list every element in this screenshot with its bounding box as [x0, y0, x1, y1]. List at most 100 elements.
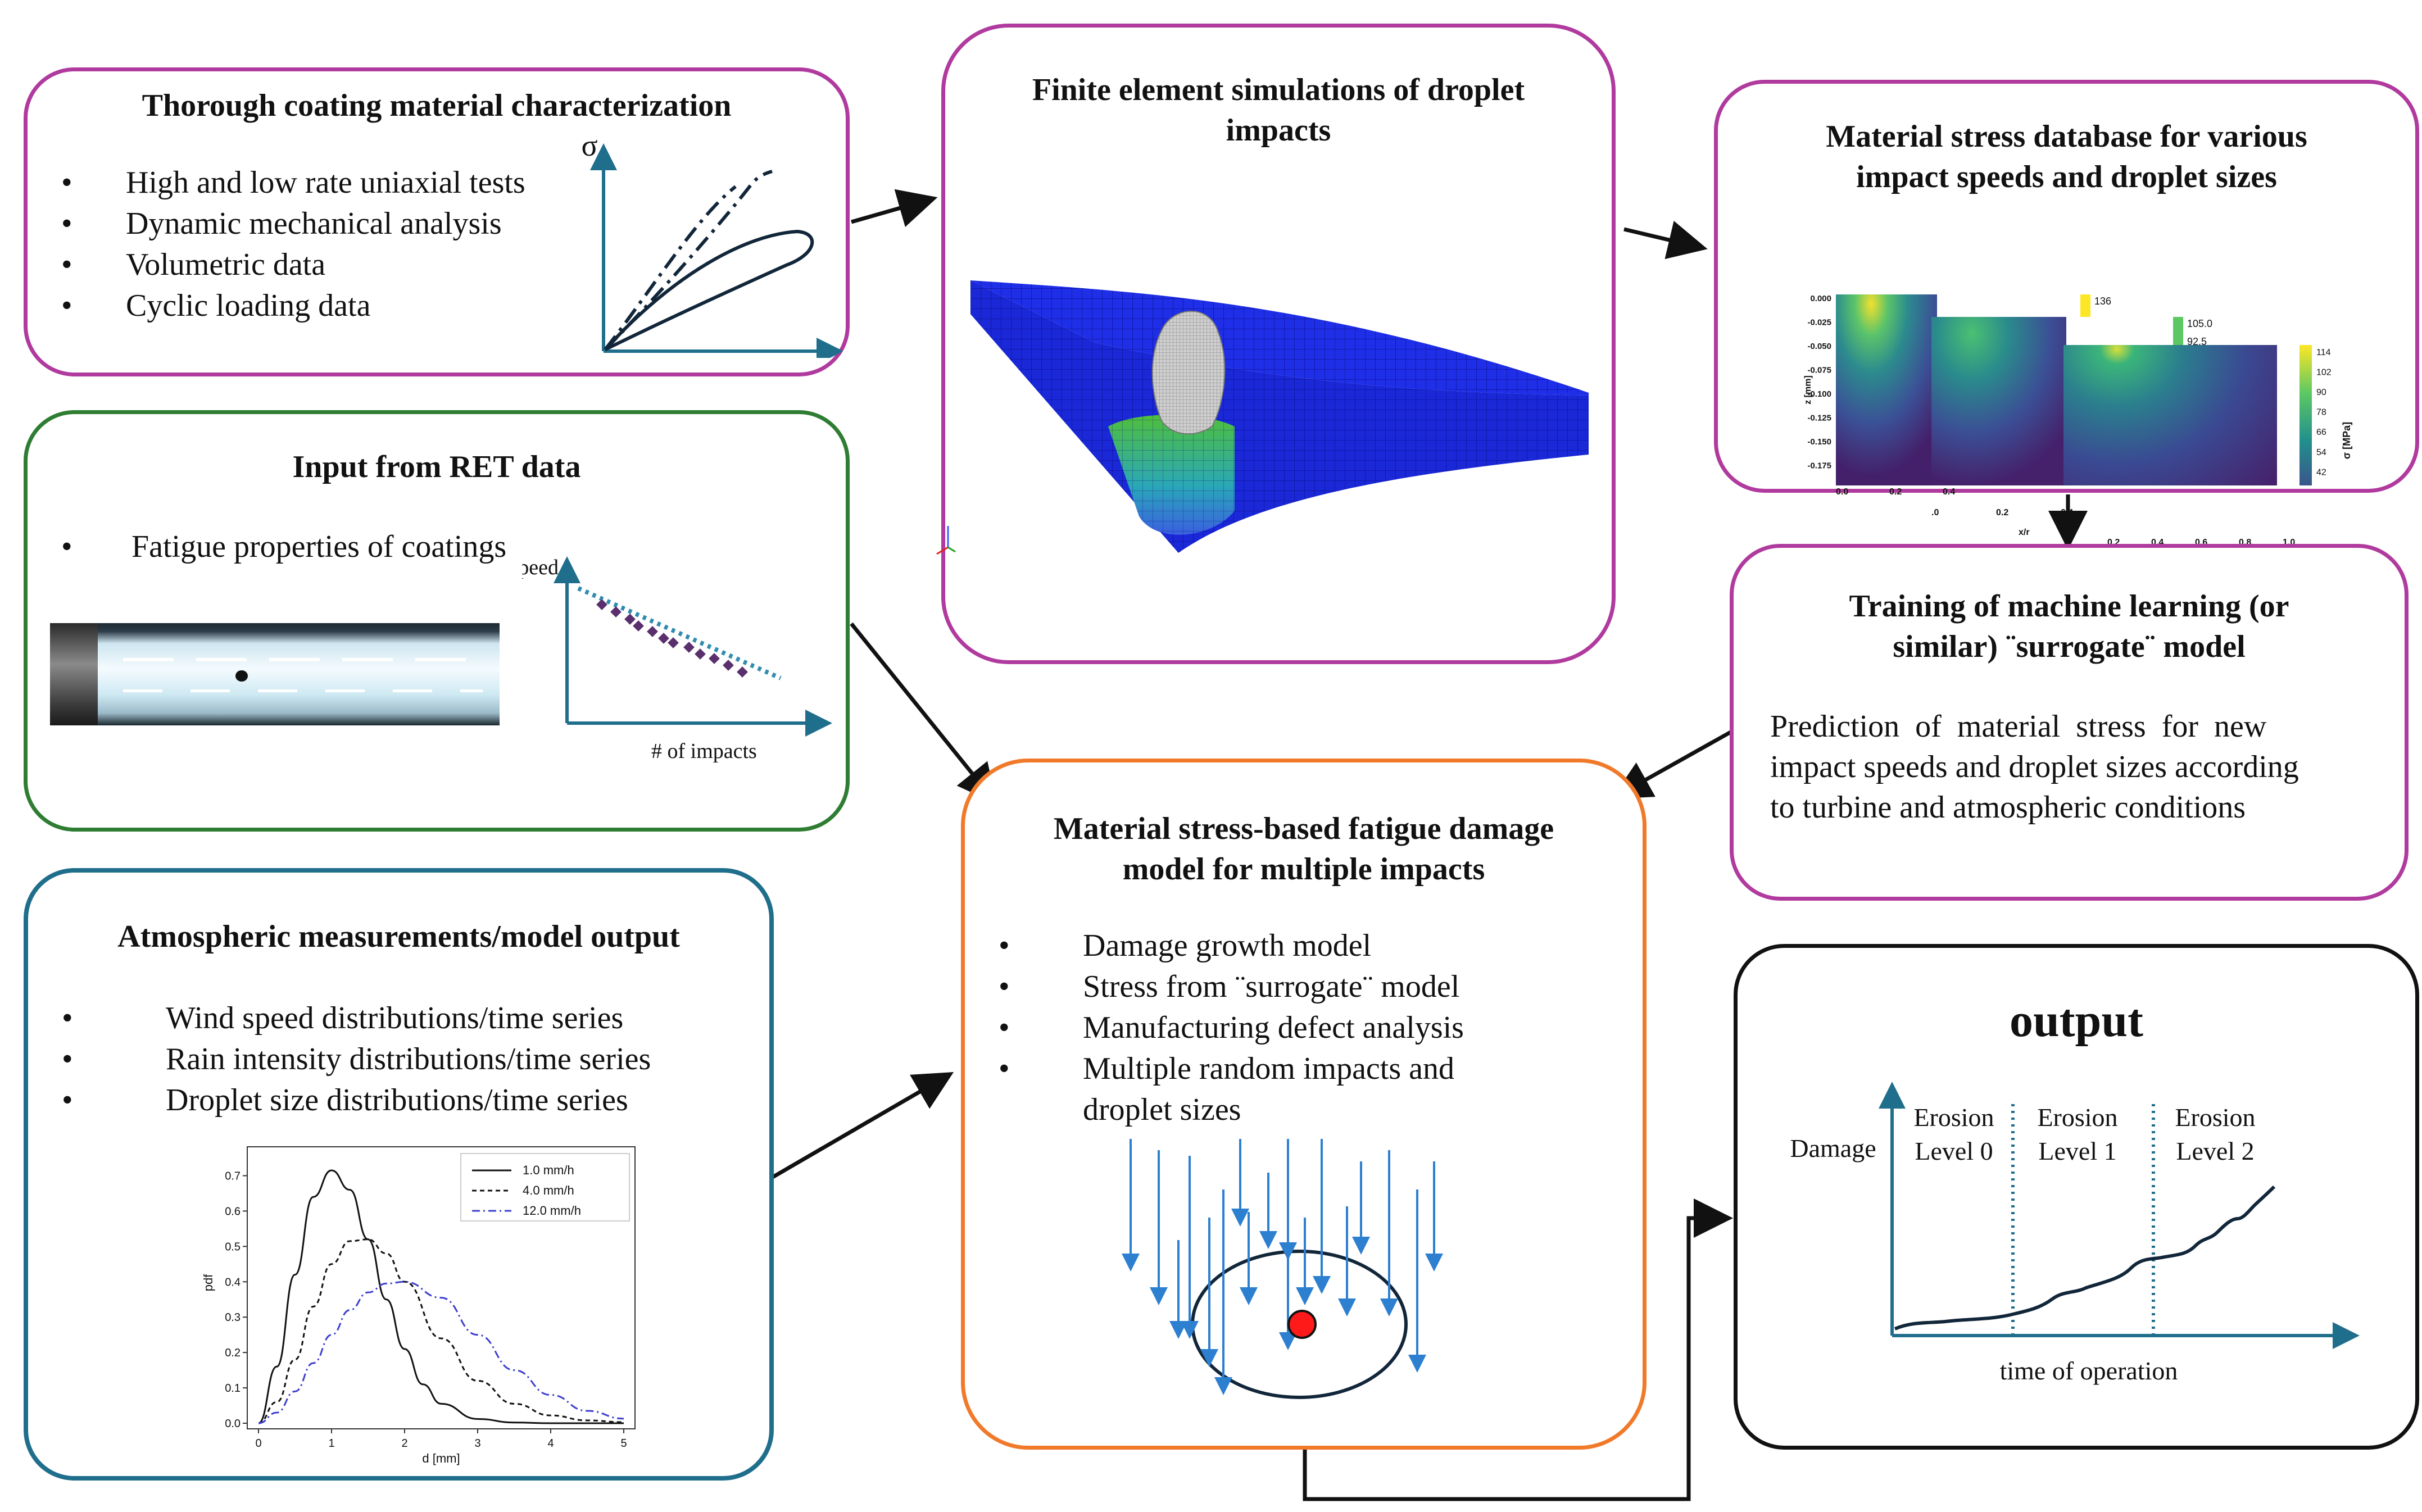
colorbar-tick-label: 42 — [2316, 467, 2326, 477]
pdf-y-tick-label: 0.3 — [225, 1311, 241, 1324]
atmos-bullet-list: Wind speed distributions/time series Rai… — [28, 998, 651, 1121]
droplet-arrows — [1122, 1139, 1443, 1395]
list-item: Cyclic loading data — [28, 285, 525, 326]
damage-curve — [1894, 1185, 2276, 1331]
colorbar-label: σ [MPa] — [2341, 422, 2352, 459]
pdf-x-tick-label: 4 — [547, 1437, 554, 1450]
ret-title: Input from RET data — [292, 449, 581, 484]
colorbar-tick-label: 78 — [2316, 408, 2326, 417]
list-item: Wind speed distributions/time series — [28, 998, 651, 1039]
high-rate-curve — [604, 185, 737, 351]
x-tick-label: 0.2 — [1889, 487, 1902, 497]
stress-contour-stack: 136 105.0 92.5 114102907866544230186 σ [… — [1803, 294, 2352, 485]
z-axis-label: z [mm] — [1803, 375, 1813, 405]
colorbar-tick-label: 66 — [2316, 428, 2326, 437]
specimen-highlight — [123, 689, 483, 692]
ml-body-line3: to turbine and atmospheric conditions — [1770, 790, 2246, 825]
pdf-y-tick-label: 0.5 — [225, 1241, 241, 1253]
arrow-ret-to-fatigue — [850, 622, 997, 804]
ml-body-line2: impact speeds and droplet sizes accordin… — [1770, 750, 2299, 784]
atmos-title: Atmospheric measurements/model output — [117, 919, 680, 954]
pdf-x-tick-label: 0 — [255, 1437, 261, 1450]
fe-mesh-render — [970, 280, 1589, 553]
x-tick-label: .0 — [1931, 508, 1939, 517]
impacts-axis-label: # of impacts — [651, 739, 757, 763]
colorbar-front — [2299, 345, 2312, 485]
arrow-fatigue-to-output — [1303, 1198, 1733, 1501]
fe-domain-top-mesh — [970, 280, 1589, 393]
colorbar-tick-label: 90 — [2316, 388, 2326, 397]
pdf-y-tick-label: 0.2 — [225, 1347, 241, 1359]
sn-curve-plot: Tip speed — [522, 556, 832, 737]
sn-data-points — [596, 599, 748, 678]
fatigue-bullet-list: Damage growth model Stress from ¨surroga… — [965, 925, 1594, 1130]
list-item: High and low rate uniaxial tests — [28, 162, 525, 203]
pdf-x-tick-label: 2 — [401, 1437, 407, 1450]
colorbar-mid-2: 92.5 — [2187, 336, 2207, 347]
fatigue-title-line1: Material stress-based fatigue damage — [1053, 811, 1554, 846]
damage-curve-plot: Damage Erosion Level 0 Erosion Level 1 E… — [1790, 1082, 2360, 1385]
colorbar-back — [2080, 294, 2090, 317]
colorbar-back-top: 136 — [2094, 296, 2111, 307]
stress-db-title-line1: Material stress database for various — [1826, 119, 2307, 154]
ml-title-line1: Training of machine learning (or — [1849, 589, 2289, 624]
z-tick-label: -0.025 — [1807, 318, 1831, 328]
pdf-x-tick-label: 5 — [620, 1437, 627, 1450]
pdf-legend: 1.0 mm/h4.0 mm/h12.0 mm/h — [460, 1153, 630, 1222]
list-item: Multiple random impacts and droplet size… — [965, 1048, 1476, 1130]
level2-line1: Erosion — [2175, 1103, 2255, 1132]
atmos-box: Atmospheric measurements/model output Wi… — [24, 868, 774, 1481]
z-tick-label: -0.050 — [1807, 342, 1831, 351]
list-item: Manufacturing defect analysis — [965, 1007, 1594, 1048]
fatigue-title-line2: model for multiple impacts — [1122, 852, 1485, 887]
ml-box: Training of machine learning (or similar… — [1730, 544, 2409, 901]
pdf-series-line — [258, 1281, 624, 1424]
pdf-y-tick-label: 0.0 — [225, 1418, 241, 1430]
pdf-series-line — [258, 1169, 624, 1424]
ret-bullet-list: Fatigue properties of coatings — [28, 526, 506, 567]
characterization-bullet-list: High and low rate uniaxial tests Dynamic… — [28, 162, 525, 326]
ml-body-line1: Prediction of material stress for new — [1770, 709, 2267, 744]
fe-sim-title-line2: impacts — [1226, 113, 1331, 148]
fe-impact-zone-mesh — [1108, 415, 1235, 535]
level0-line2: Level 0 — [1915, 1137, 1993, 1165]
arrow-characterization-to-fe — [851, 189, 938, 228]
contour-panel-back — [1836, 294, 1937, 485]
z-tick-label: -0.125 — [1807, 414, 1831, 423]
x-axis-label-mid: x/r — [2019, 528, 2030, 537]
ret-specimen-photo — [50, 623, 500, 725]
time-axis-label: time of operation — [2000, 1356, 2178, 1385]
sn-fit-line — [577, 586, 782, 680]
list-item: Dynamic mechanical analysis — [28, 203, 525, 244]
pdf-series-line — [258, 1238, 624, 1424]
pdf-legend-frame — [460, 1153, 630, 1222]
specimen-end-cap — [50, 623, 98, 725]
axis-triad-icon — [936, 526, 956, 555]
x-tick-label: 0.0 — [1836, 487, 1849, 497]
pdf-x-tick-label: 1 — [328, 1437, 334, 1450]
level1-line2: Level 1 — [2038, 1137, 2116, 1165]
ml-title-line2: similar) ¨surrogate¨ model — [1893, 629, 2246, 664]
z-axis-ticks: 0.000-0.025-0.050-0.075-0.100-0.125-0.15… — [1807, 294, 1831, 485]
sigma-label: σ — [581, 133, 597, 162]
pdf-y-tick-label: 0.6 — [225, 1205, 241, 1218]
pdf-ylabel: pdf — [201, 1274, 215, 1291]
x-tick-label: 0.2 — [1996, 508, 2009, 517]
colorbar-tick-label: 114 — [2316, 348, 2331, 357]
pdf-legend-label: 4.0 mm/h — [523, 1183, 574, 1197]
list-item: Rain intensity distributions/time series — [28, 1039, 651, 1080]
list-item: Fatigue properties of coatings — [28, 526, 506, 567]
specimen-highlight — [123, 658, 483, 661]
pdf-plot-frame — [247, 1146, 636, 1429]
multiple-impacts-illustration — [1122, 1139, 1443, 1399]
defect-dot — [1287, 1310, 1317, 1339]
contour-panel-front — [2063, 345, 2277, 485]
z-tick-label: -0.150 — [1807, 437, 1831, 447]
list-item: Volumetric data — [28, 244, 525, 285]
fatigue-box: Material stress-based fatigue damage mod… — [961, 759, 1647, 1450]
pdf-x-tick-label: 3 — [474, 1437, 480, 1450]
z-tick-label: -0.175 — [1807, 461, 1831, 471]
z-tick-label: 0.000 — [1810, 294, 1831, 303]
ret-box: Input from RET data Fatigue properties o… — [24, 410, 850, 832]
